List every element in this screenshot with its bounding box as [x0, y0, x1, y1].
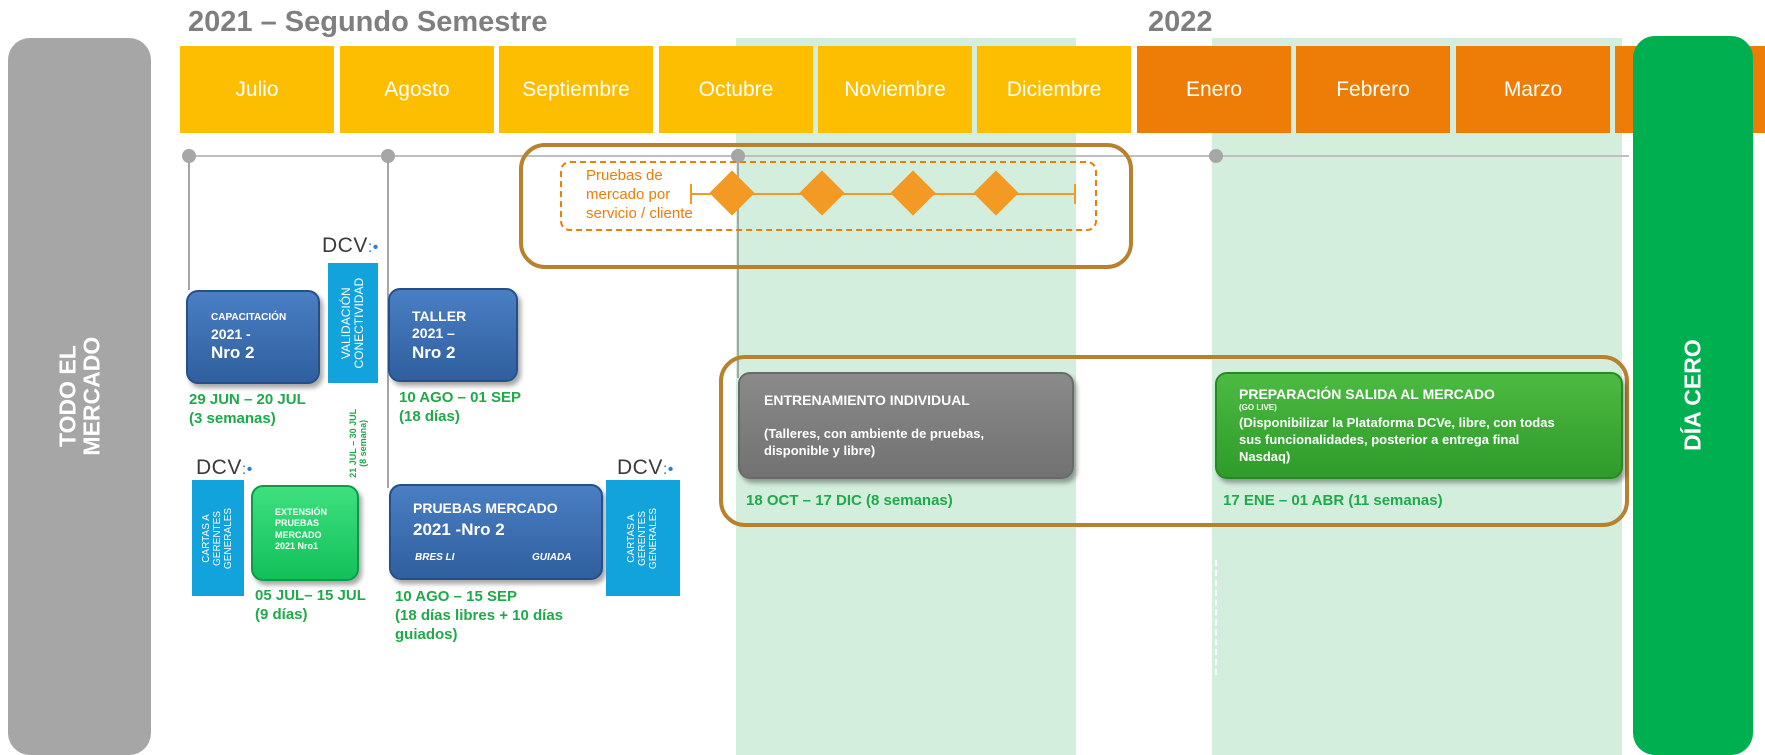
- dcv-logo-left-text: DCV: [196, 456, 242, 479]
- capacitacion-year: 2021 -: [211, 326, 251, 342]
- cartas-left-1: CARTAS A: [201, 513, 213, 563]
- extension-line-1: EXTENSIÓN: [275, 507, 328, 517]
- preparacion-desc-3: Nasdaq): [1239, 448, 1291, 464]
- extension-date: 05 JUL– 15 JUL (9 días): [255, 587, 366, 625]
- dcv-logo-left-dots: :•: [241, 461, 253, 478]
- pruebas-mercado-date-line2: (18 días libres + 10 días: [395, 606, 564, 624]
- capacitacion-date-range: 29 JUN – 20 JUL: [189, 391, 306, 408]
- market-tests-line-end-tick: [1074, 184, 1076, 204]
- pruebas-mercado-title: PRUEBAS MERCADO: [413, 500, 558, 516]
- market-tests-label: Pruebas de mercado por servicio / client…: [586, 167, 693, 223]
- preparacion-desc-2: sus funcionalidades, posterior a entrega…: [1239, 431, 1520, 447]
- sidebar-right-label: DÍA CERO: [1679, 339, 1706, 452]
- timeline-dot-jul: [182, 149, 196, 163]
- validacion-conectividad-bar: VALIDACIÓN CONECTIVIDAD: [328, 263, 378, 383]
- sidebar-left-line1: TODO EL: [54, 345, 81, 448]
- timeline-dot-aug: [381, 149, 395, 163]
- month-diciembre: Diciembre: [977, 46, 1131, 133]
- cartas-gerentes-right: CARTAS A GERENTES GENERALES: [606, 480, 680, 596]
- market-tests-line: [691, 193, 1074, 195]
- capacitacion-box: CAPACITACIÓN 2021 - Nro 2: [186, 290, 320, 384]
- validacion-date: 21 JUL – 30 JUL (8 semana): [343, 398, 373, 488]
- pruebas-mercado-sub-right: GUIADA: [532, 552, 572, 563]
- pruebas-mercado-subtitle: 2021 -Nro 2: [413, 520, 505, 539]
- month-febrero: Febrero: [1296, 46, 1450, 133]
- month-marzo: Marzo: [1456, 46, 1610, 133]
- pruebas-mercado-date: 10 AGO – 15 SEP (18 días libres + 10 día…: [395, 588, 563, 644]
- preparacion-date: 17 ENE – 01 ABR (11 semanas): [1223, 492, 1443, 509]
- preparacion-desc-1: (Disponibilizar la Plataforma DCVe, libr…: [1239, 415, 1555, 430]
- preparacion-sub: (GO LIVE): [1239, 403, 1277, 412]
- dcv-logo-right-text: DCV: [617, 456, 663, 479]
- extension-line-4: 2021 Nro1: [275, 540, 319, 551]
- connector-jul: [188, 158, 190, 290]
- month-noviembre: Noviembre: [818, 46, 972, 133]
- dcv-logo-top: DCV:•: [322, 234, 379, 258]
- timeline-dot-oct: [731, 149, 745, 163]
- capacitacion-date-duration: (3 semanas): [189, 409, 276, 427]
- dcv-logo-top-dots: :•: [367, 239, 379, 256]
- taller-year: 2021 –: [412, 325, 455, 341]
- market-tests-dashed-frame: [560, 161, 1097, 231]
- sidebar-todo-el-mercado: TODO EL MERCADO: [8, 38, 151, 755]
- sidebar-left-line2: MERCADO: [78, 337, 105, 456]
- training-frame: [719, 355, 1629, 527]
- pruebas-mercado-date-range: 10 AGO – 15 SEP: [395, 588, 518, 605]
- dcv-logo-top-text: DCV: [322, 234, 368, 257]
- timeline-dot-jan: [1209, 149, 1223, 163]
- sidebar-dia-cero: DÍA CERO: [1633, 36, 1753, 755]
- market-tests-frame: [519, 143, 1133, 269]
- year-2021-header: 2021 – Segundo Semestre: [188, 6, 548, 38]
- cartas-right-2: GERENTES: [637, 510, 649, 566]
- pruebas-mercado-date-line3: guiados): [395, 625, 458, 643]
- pruebas-mercado-sub-left: BRES LI: [415, 552, 455, 563]
- extension-line-2: PRUEBAS: [275, 518, 320, 529]
- taller-date-duration: (18 días): [399, 407, 460, 425]
- market-tests-label-2: mercado por: [586, 185, 671, 203]
- market-tests-label-3: servicio / cliente: [586, 204, 693, 222]
- month-septiembre: Septiembre: [499, 46, 653, 133]
- capacitacion-number: Nro 2: [211, 343, 255, 362]
- cartas-left-3: GENERALES: [223, 507, 235, 569]
- entrenamiento-box: ENTRENAMIENTO INDIVIDUAL (Talleres, con …: [738, 372, 1074, 479]
- month-enero: Enero: [1137, 46, 1291, 133]
- month-octubre: Octubre: [659, 46, 813, 133]
- year-2022-header: 2022: [1148, 6, 1213, 38]
- dcv-logo-right: DCV:•: [617, 456, 674, 480]
- extension-date-range: 05 JUL– 15 JUL: [255, 587, 366, 604]
- dcv-logo-left: DCV:•: [196, 456, 253, 480]
- capacitacion-small-label: CAPACITACIÓN: [211, 312, 287, 323]
- preparacion-title: PREPARACIÓN SALIDA AL MERCADO: [1239, 386, 1495, 402]
- market-tests-label-1: Pruebas de: [586, 167, 663, 184]
- month-agosto: Agosto: [340, 46, 494, 133]
- cartas-left-2: GERENTES: [212, 510, 224, 566]
- entrenamiento-desc-1: (Talleres, con ambiente de pruebas,: [764, 426, 985, 441]
- taller-date: 10 AGO – 01 SEP (18 días): [399, 389, 521, 427]
- preparacion-box: PREPARACIÓN SALIDA AL MERCADO (GO LIVE) …: [1215, 372, 1623, 479]
- validacion-date-duration: (8 semana): [358, 419, 368, 467]
- dcv-logo-right-dots: :•: [662, 461, 674, 478]
- cartas-gerentes-left: CARTAS A GERENTES GENERALES: [192, 480, 244, 596]
- pruebas-mercado-box: PRUEBAS MERCADO 2021 -Nro 2 BRES LI GUIA…: [389, 484, 603, 580]
- taller-number: Nro 2: [412, 343, 456, 362]
- validacion-label-2: CONECTIVIDAD: [352, 277, 366, 369]
- entrenamiento-desc-2: disponible y libre): [764, 442, 876, 458]
- connector-jan-dashed: [1215, 560, 1217, 675]
- month-julio: Julio: [180, 46, 334, 133]
- market-tests-line-start-tick: [690, 184, 692, 204]
- capacitacion-date: 29 JUN – 20 JUL (3 semanas): [189, 391, 306, 429]
- cartas-right-1: CARTAS A: [626, 513, 638, 563]
- taller-box: TALLER 2021 – Nro 2: [388, 288, 518, 382]
- validacion-label-1: VALIDACIÓN: [338, 287, 353, 359]
- cartas-right-3: GENERALES: [648, 507, 660, 569]
- entrenamiento-date: 18 OCT – 17 DIC (8 semanas): [746, 492, 953, 509]
- extension-line-3: MERCADO: [275, 529, 322, 540]
- timeline-axis: [189, 155, 1629, 157]
- entrenamiento-title: ENTRENAMIENTO INDIVIDUAL: [764, 392, 970, 408]
- extension-pruebas-box: EXTENSIÓN PRUEBAS MERCADO 2021 Nro1: [251, 485, 359, 581]
- taller-title: TALLER: [412, 308, 467, 324]
- validacion-date-range: 21 JUL – 30 JUL: [347, 408, 358, 478]
- extension-date-duration: (9 días): [255, 605, 308, 623]
- taller-date-range: 10 AGO – 01 SEP: [399, 389, 522, 406]
